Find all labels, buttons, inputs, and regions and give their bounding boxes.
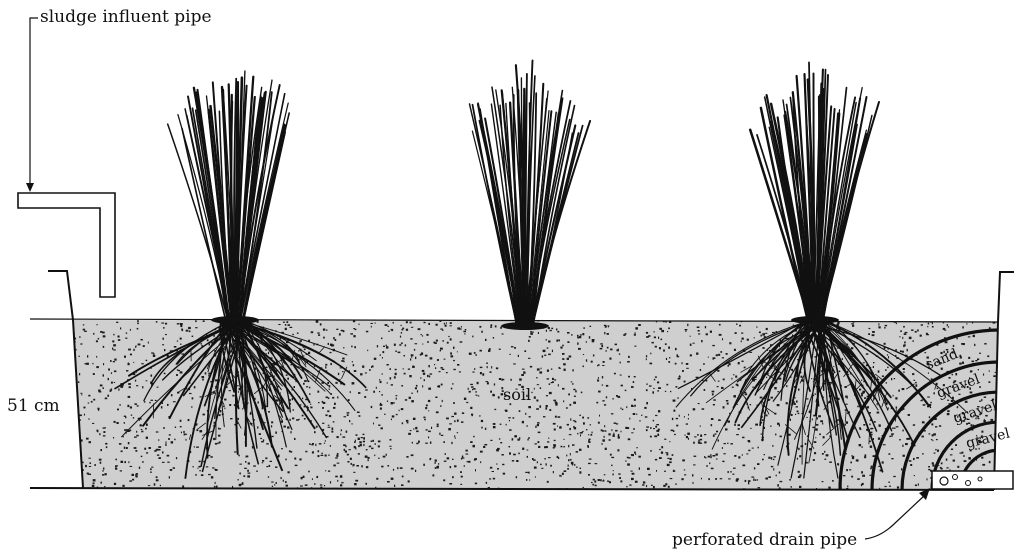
plant-middle — [470, 60, 591, 330]
influent-pipe-body — [18, 193, 115, 297]
drain-pipe-label: perforated drain pipe — [672, 532, 857, 549]
right-wall — [994, 272, 1014, 490]
soil-label: soil — [503, 387, 531, 403]
influent-pipe-label: sludge influent pipe — [40, 9, 212, 26]
plant-leaves — [470, 60, 591, 326]
influent-pipe-leader — [30, 18, 38, 190]
influent-arrow-icon — [26, 183, 34, 192]
drain-hole — [940, 477, 948, 485]
bed-depth-label: 51 cm — [7, 398, 60, 415]
plant-leaves — [750, 62, 879, 320]
influent-pipe — [18, 18, 115, 297]
plant-leaves — [168, 71, 290, 320]
drain-pointer — [865, 495, 925, 539]
plant-base — [501, 322, 549, 330]
